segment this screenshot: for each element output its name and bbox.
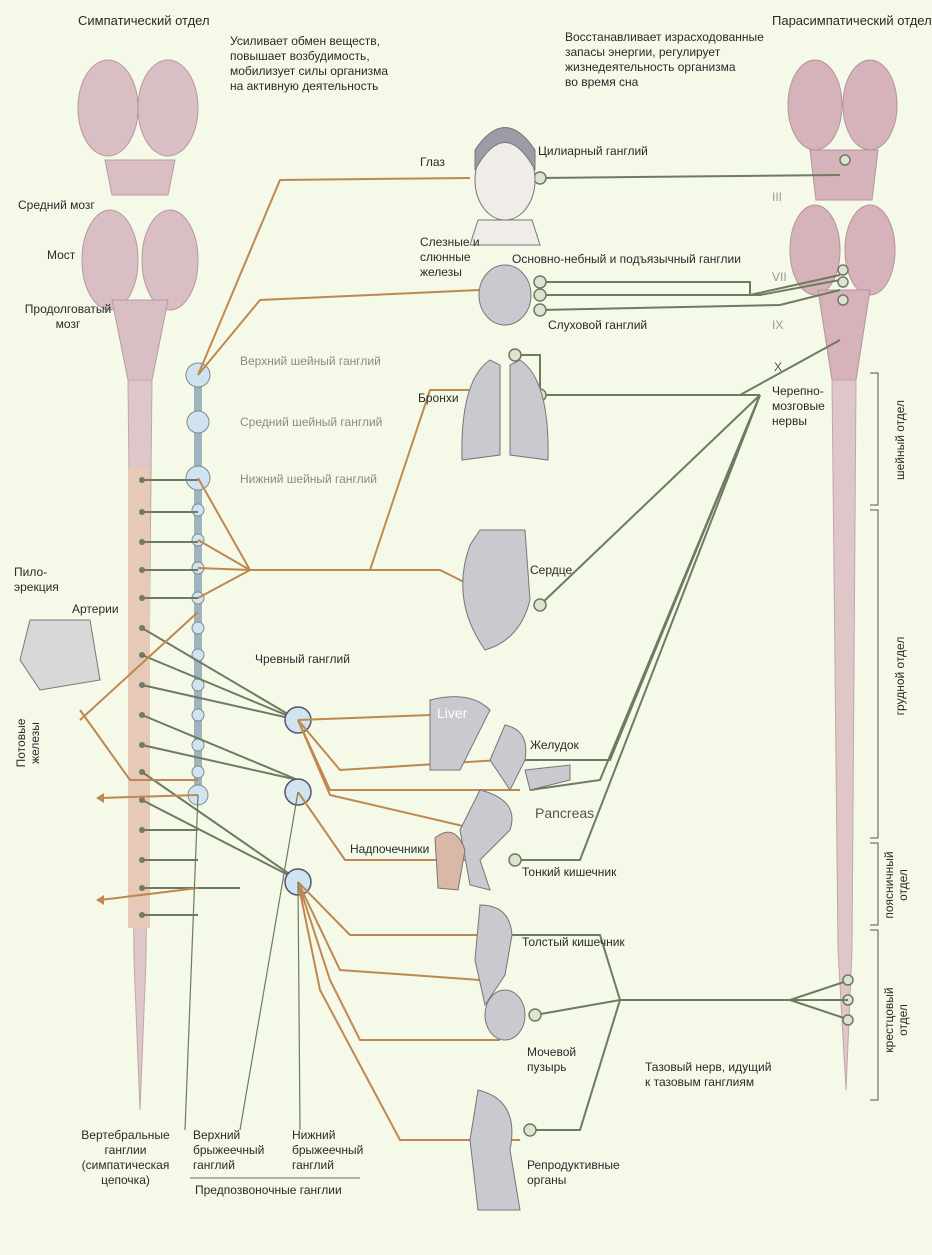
label-sweat-glands: Потовые железы [14, 708, 44, 778]
cerebellum-right [138, 60, 198, 156]
label-ciliary-ganglion: Цилиарный ганглий [538, 144, 648, 159]
label-eye: Глаз [420, 155, 445, 170]
sympathetic-description: Усиливает обмен веществ, повышает возбуд… [230, 34, 388, 94]
label-large-intestine: Толстый кишечник [522, 935, 625, 950]
parasympathetic-header: Парасимпатический отдел [772, 13, 932, 28]
label-small-intestine: Тонкий кишечник [522, 865, 616, 880]
label-vertebral-ganglia: Вертебральные ганглии (симпатическая цеп… [68, 1128, 183, 1188]
stomach-organ [490, 725, 526, 790]
arrow-left-lower [96, 793, 104, 803]
label-reproductive: Репродуктивные органы [527, 1158, 620, 1188]
pons-right [142, 210, 198, 310]
middle-cervical-ganglion [187, 411, 209, 433]
salivary-glands-organ [479, 265, 531, 325]
parasympathetic-terminal-ganglia [509, 155, 853, 1136]
label-liver: Liver [437, 706, 467, 721]
arrow-left-upper [96, 895, 104, 905]
label-piloerection: Пило- эрекция [14, 565, 59, 595]
label-medulla: Продолговатый мозг [18, 302, 118, 332]
label-cranial-nerves: Черепно- мозговые нервы [772, 384, 825, 429]
reproductive-organ [470, 1090, 520, 1210]
label-pons: Мост [47, 248, 75, 263]
prevertebral-ganglia [285, 707, 311, 895]
label-bronchi: Бронхи [418, 391, 459, 406]
label-adrenals: Надпочечники [350, 842, 429, 857]
label-inferior-mesenteric-ganglion: Нижний брыжеечный ганглий [292, 1128, 363, 1173]
label-inferior-cervical-ganglion: Нижний шейный ганглий [240, 472, 377, 487]
medulla-shape [112, 300, 168, 380]
parasympathetic-brain [788, 60, 897, 380]
label-pterygopalatine-ganglion: Основно-небный и подъязычный ганглии [512, 252, 741, 267]
cerebellum-left [78, 60, 138, 156]
label-stomach: Желудок [530, 738, 579, 753]
label-pancreas: Pancreas [535, 806, 594, 821]
small-intestine-organ [460, 790, 512, 890]
pons-left [82, 210, 138, 310]
lungs-organ [462, 360, 548, 460]
label-superior-mesenteric-ganglion: Верхний брыжеечный ганглий [193, 1128, 264, 1173]
label-nerve-VII: VII [772, 270, 787, 285]
sympathetic-header: Симпатический отдел [78, 13, 210, 28]
label-pelvic-nerve: Тазовый нерв, идущий к тазовым ганглиям [645, 1060, 771, 1090]
label-celiac-ganglion: Чревный ганглий [255, 652, 350, 667]
face-eye-organ [470, 128, 540, 246]
label-nerve-III: III [772, 190, 782, 205]
adrenal-organ [435, 832, 465, 890]
label-heart: Сердце [530, 563, 572, 578]
label-nerve-IX: IX [772, 318, 783, 333]
label-prevertebral-ganglia: Предпозвоночные ганглии [195, 1183, 342, 1198]
parasympathetic-description: Восстанавливает израсходованные запасы э… [565, 30, 764, 90]
label-midbrain: Средний мозг [18, 198, 95, 213]
label-thoracic-section: грудной отдел [893, 611, 909, 741]
spinal-section-brackets [870, 373, 878, 1100]
label-cervical-section: шейный отдел [893, 375, 909, 505]
label-nerve-X: X [774, 360, 782, 375]
heart-organ [463, 530, 530, 650]
label-superior-cervical-ganglion: Верхний шейный ганглий [240, 354, 381, 369]
label-glands: Слезные и слюнные железы [420, 235, 480, 280]
label-arteries: Артерии [72, 602, 119, 617]
label-lumbar-section: поясничный отдел [882, 840, 912, 930]
label-bladder: Мочевой пузырь [527, 1045, 576, 1075]
label-sacral-section: крестцовый отдел [882, 970, 912, 1070]
bladder-organ [485, 990, 525, 1040]
skin-section [20, 620, 100, 690]
label-middle-cervical-ganglion: Средний шейный ганглий [240, 415, 382, 430]
sympathetic-brain [78, 60, 198, 380]
midbrain-shape [105, 160, 175, 195]
preganglionic-sympathetic-fibers [142, 480, 298, 915]
label-otic-ganglion: Слуховой ганглий [548, 318, 647, 333]
